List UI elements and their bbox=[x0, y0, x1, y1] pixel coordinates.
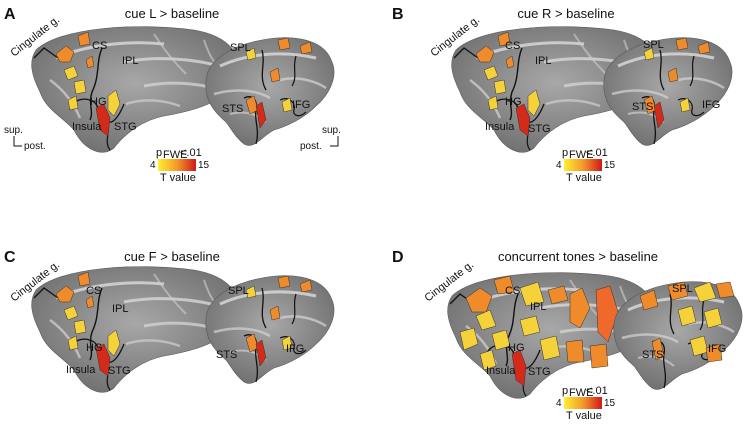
ipl-label: IPL bbox=[122, 55, 139, 67]
hg-label: HG bbox=[508, 342, 525, 354]
svg-text:4: 4 bbox=[556, 398, 562, 409]
orientation-marker-left: sup. post. bbox=[4, 125, 46, 152]
svg-text:15: 15 bbox=[198, 160, 210, 171]
panel-title: cue R > baseline bbox=[517, 6, 614, 21]
right-hemisphere-map bbox=[602, 36, 734, 147]
svg-text:FWE: FWE bbox=[569, 149, 593, 161]
right-hemisphere-map bbox=[612, 280, 744, 391]
colorbar: p FWE <.01 4 15 T value bbox=[556, 147, 616, 184]
insula-label: Insula bbox=[66, 364, 96, 376]
ipl-label: IPL bbox=[530, 301, 547, 313]
stg-label: STG bbox=[108, 365, 131, 377]
panel-title: cue F > baseline bbox=[124, 249, 220, 264]
svg-text:<.01: <.01 bbox=[586, 147, 608, 159]
svg-text:post.: post. bbox=[300, 141, 322, 152]
spl-label: SPL bbox=[672, 283, 693, 295]
insula-label: Insula bbox=[485, 121, 515, 133]
colorbar-gradient bbox=[158, 159, 196, 171]
svg-text:post.: post. bbox=[24, 141, 46, 152]
svg-text:4: 4 bbox=[150, 160, 156, 171]
hg-label: HG bbox=[90, 96, 107, 108]
panel-letter: C bbox=[4, 249, 16, 266]
panel-a: A cue L > baseline Cingulate g. CS IPL H… bbox=[4, 6, 341, 184]
panel-letter: B bbox=[392, 6, 404, 23]
stg-label: STG bbox=[528, 123, 551, 135]
spl-label: SPL bbox=[230, 42, 251, 54]
cs-label: CS bbox=[505, 285, 520, 297]
svg-text:T value: T value bbox=[566, 410, 602, 422]
sts-label: STS bbox=[642, 349, 663, 361]
svg-text:sup.: sup. bbox=[4, 125, 23, 136]
svg-text:sup.: sup. bbox=[322, 125, 341, 136]
svg-text:T value: T value bbox=[566, 172, 602, 184]
right-hemisphere-map bbox=[204, 36, 336, 147]
ifg-label: IFG bbox=[292, 99, 310, 111]
ifg-label: IFG bbox=[702, 99, 720, 111]
ifg-label: IFG bbox=[708, 343, 726, 355]
colorbar: p FWE <.01 4 15 T value bbox=[556, 385, 616, 422]
svg-text:p: p bbox=[562, 147, 568, 159]
panel-title: cue L > baseline bbox=[125, 6, 220, 21]
insula-label: Insula bbox=[486, 365, 516, 377]
cs-label: CS bbox=[86, 285, 101, 297]
svg-text:FWE: FWE bbox=[163, 149, 187, 161]
ifg-label: IFG bbox=[286, 343, 304, 355]
orientation-marker-right: sup. post. bbox=[300, 125, 341, 152]
svg-text:4: 4 bbox=[556, 160, 562, 171]
panel-d: D concurrent tones > baseline Cingulate … bbox=[392, 249, 744, 422]
spl-label: SPL bbox=[228, 285, 249, 297]
stg-label: STG bbox=[528, 366, 551, 378]
hg-label: HG bbox=[86, 342, 103, 354]
svg-text:15: 15 bbox=[604, 160, 616, 171]
sts-label: STS bbox=[632, 101, 653, 113]
svg-text:FWE: FWE bbox=[569, 387, 593, 399]
hg-label: HG bbox=[505, 96, 522, 108]
sts-label: STS bbox=[222, 103, 243, 115]
ipl-label: IPL bbox=[112, 303, 129, 315]
colorbar-gradient bbox=[564, 159, 602, 171]
sts-label: STS bbox=[216, 349, 237, 361]
cs-label: CS bbox=[505, 40, 520, 52]
stg-label: STG bbox=[114, 121, 137, 133]
right-hemisphere-map bbox=[204, 274, 336, 385]
svg-text:15: 15 bbox=[604, 398, 616, 409]
svg-text:<.01: <.01 bbox=[586, 385, 608, 397]
cs-label: CS bbox=[92, 40, 107, 52]
panel-title: concurrent tones > baseline bbox=[498, 249, 658, 264]
spl-label: SPL bbox=[643, 39, 664, 51]
panel-c: C cue F > baseline Cingulate g. CS IPL H… bbox=[4, 249, 336, 394]
colorbar-gradient bbox=[564, 397, 602, 409]
panel-b: B cue R > baseline Cingulate g. CS IPL H… bbox=[392, 6, 734, 184]
svg-text:<.01: <.01 bbox=[180, 147, 202, 159]
svg-text:T value: T value bbox=[160, 172, 196, 184]
panel-letter: D bbox=[392, 249, 404, 266]
ipl-label: IPL bbox=[535, 55, 552, 67]
svg-text:p: p bbox=[562, 385, 568, 397]
svg-text:p: p bbox=[156, 147, 162, 159]
colorbar: p FWE <.01 4 15 T value bbox=[150, 147, 210, 184]
insula-label: Insula bbox=[72, 121, 102, 133]
panel-letter: A bbox=[4, 6, 16, 23]
